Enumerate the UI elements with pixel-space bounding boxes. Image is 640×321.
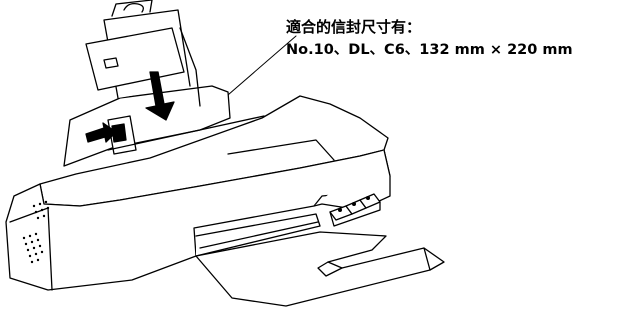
- output-tray: [195, 231, 445, 307]
- insert-arrow-down-icon: [145, 71, 175, 121]
- vent-grille: [22, 200, 50, 264]
- envelope-size-list: No.10、DL、C6、132 mm × 220 mm: [286, 42, 573, 58]
- envelope-size-heading: 適合的信封尺寸有：: [286, 18, 422, 36]
- control-buttons: [329, 193, 381, 227]
- slide-arrow-right-icon: [85, 122, 117, 143]
- edge-guide: [107, 115, 137, 155]
- envelope: [85, 27, 185, 91]
